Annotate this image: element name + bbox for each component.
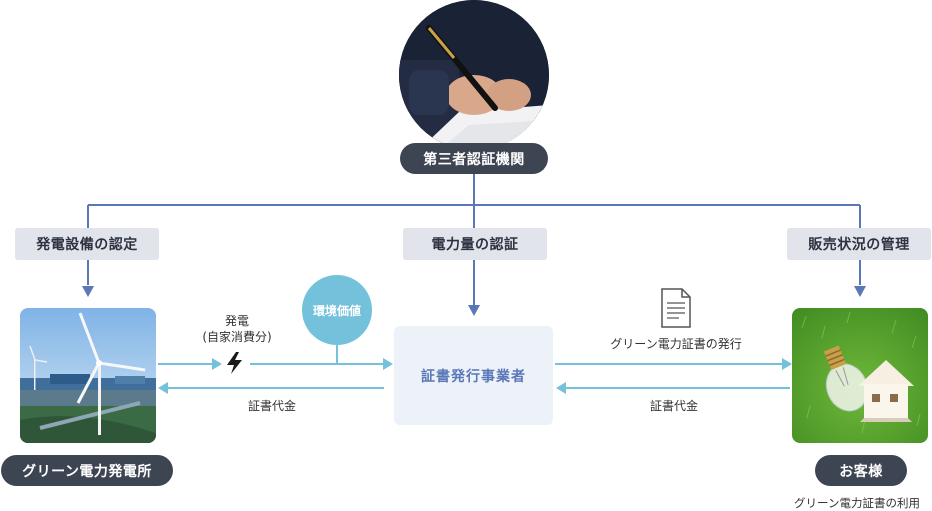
flow-lines [158, 345, 790, 389]
certificate-issuance-label: グリーン電力証書の発行 [610, 337, 742, 351]
flow-arrowheads [158, 358, 792, 394]
wind-turbine-photo [20, 308, 156, 443]
lightning-icon [225, 352, 245, 374]
lightbulb-house-photo [792, 308, 928, 443]
third-party-authority-label: 第三者認証機関 [400, 143, 548, 174]
authority-arrowheads [82, 286, 866, 316]
generation-label: 発電 (自家消費分) [202, 314, 272, 344]
environmental-value-badge: 環境価値 [302, 275, 372, 345]
pen-photo [399, 0, 549, 150]
certificate-issuer-box: 証書発行事業者 [394, 326, 553, 425]
tag-power-certification: 電力量の認証 [403, 228, 547, 260]
green-power-plant-label: グリーン電力発電所 [1, 455, 173, 486]
tag-sales-management: 販売状況の管理 [787, 228, 931, 260]
document-icon [661, 288, 691, 328]
customer-label: お客様 [815, 455, 907, 486]
certificate-payment-right-label: 証書代金 [649, 399, 698, 413]
certificate-payment-left-label: 証書代金 [247, 399, 296, 413]
customer-usage-caption: グリーン電力証書の利用 [794, 496, 920, 510]
tag-facility-certification: 発電設備の認定 [15, 228, 159, 260]
